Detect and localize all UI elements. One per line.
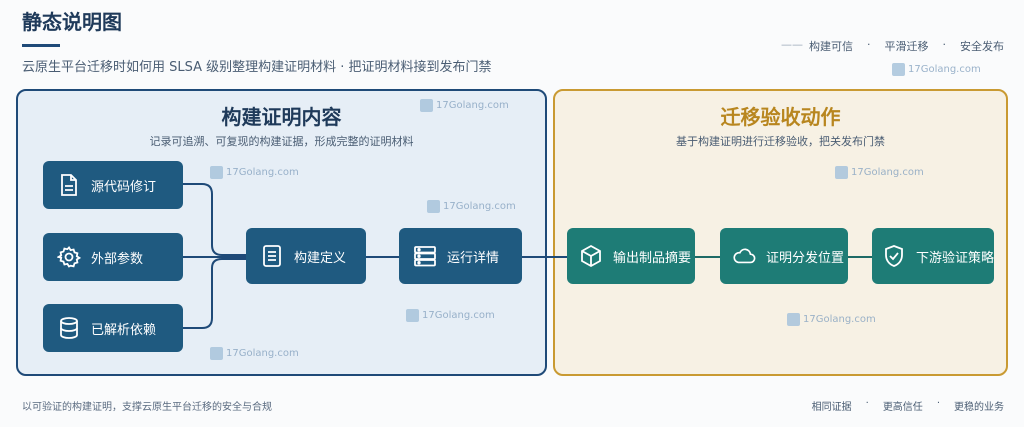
node-label: 下游验证策略 — [916, 250, 995, 266]
footer-tag: 更稳的业务 — [954, 402, 1004, 413]
tag-prefix-dash: —— — [781, 38, 803, 51]
server-icon — [413, 244, 437, 268]
header-tags: —— 构建可信 · 平滑迁移 · 安全发布 — [781, 38, 1004, 54]
document-icon — [57, 173, 81, 197]
node-artifact-digest: 输出制品摘要 — [567, 228, 695, 284]
watermark-logo — [427, 200, 440, 213]
title-underline — [22, 44, 60, 47]
node-run-details: 运行详情 — [399, 228, 522, 284]
left-panel-title: 构建证明内容 — [221, 105, 342, 129]
page-title: 静态说明图 — [22, 10, 122, 34]
database-icon — [57, 316, 81, 340]
footer-tags: 相同证据 · 更高信任 · 更稳的业务 — [812, 398, 1004, 413]
watermark-logo — [787, 313, 800, 326]
footer-tag: 相同证据 — [811, 402, 852, 413]
watermark-logo — [210, 347, 223, 360]
list-icon — [260, 244, 284, 268]
footer-separator: · — [865, 398, 869, 409]
watermark-logo — [406, 309, 419, 322]
node-source-revision: 源代码修订 — [43, 161, 183, 209]
node-label: 输出制品摘要 — [613, 250, 692, 266]
watermark: 17Golang.com — [835, 166, 924, 179]
connector-source-3 — [183, 258, 246, 329]
watermark-logo — [892, 63, 905, 76]
footer-caption: 以可验证的构建证明，支撑云原生平台迁移的安全与合规 — [22, 402, 272, 413]
node-label: 源代码修订 — [91, 179, 157, 195]
watermark-logo — [210, 166, 223, 179]
node-downstream-policy: 下游验证策略 — [872, 228, 994, 284]
watermark: 17Golang.com — [406, 309, 495, 322]
watermark: 17Golang.com — [787, 313, 876, 326]
cube-icon — [579, 244, 603, 268]
cloud-icon — [732, 244, 756, 268]
header-tag: 平滑迁移 — [884, 40, 929, 53]
header-tag: 构建可信 — [809, 40, 853, 53]
node-label: 运行详情 — [447, 250, 500, 266]
right-panel-title: 迁移验收动作 — [720, 105, 841, 129]
shield-check-icon — [882, 244, 906, 268]
node-attestation-distribution: 证明分发位置 — [720, 228, 848, 284]
tag-separator: · — [942, 38, 947, 51]
watermark: 17Golang.com — [420, 99, 509, 112]
watermark-logo — [420, 99, 433, 112]
node-label: 已解析依赖 — [91, 322, 157, 338]
watermark: 17Golang.com — [892, 63, 981, 76]
page-subtitle: 云原生平台迁移时如何用 SLSA 级别整理构建证明材料 · 把证明材料接到发布门… — [22, 60, 492, 75]
node-label: 外部参数 — [91, 251, 144, 267]
tag-separator: · — [867, 38, 871, 51]
header-tag: 安全发布 — [960, 40, 1004, 53]
node-external-params: 外部参数 — [43, 233, 183, 281]
watermark: 17Golang.com — [210, 347, 299, 360]
node-label: 构建定义 — [294, 250, 347, 266]
left-panel-subtitle: 记录可追溯、可复现的构建证据，形成完整的证明材料 — [149, 135, 414, 148]
footer-separator: · — [936, 398, 940, 409]
watermark: 17Golang.com — [210, 166, 299, 179]
node-build-definition: 构建定义 — [246, 228, 366, 284]
node-resolved-dependencies: 已解析依赖 — [43, 304, 183, 352]
watermark-logo — [835, 166, 848, 179]
gear-icon — [57, 245, 81, 269]
watermark: 17Golang.com — [427, 200, 516, 213]
footer-tag: 更高信任 — [882, 402, 923, 413]
node-label: 证明分发位置 — [766, 250, 845, 266]
right-panel-subtitle: 基于构建证明进行迁移验收，把关发布门禁 — [676, 135, 885, 148]
connector-source-1 — [183, 183, 246, 256]
